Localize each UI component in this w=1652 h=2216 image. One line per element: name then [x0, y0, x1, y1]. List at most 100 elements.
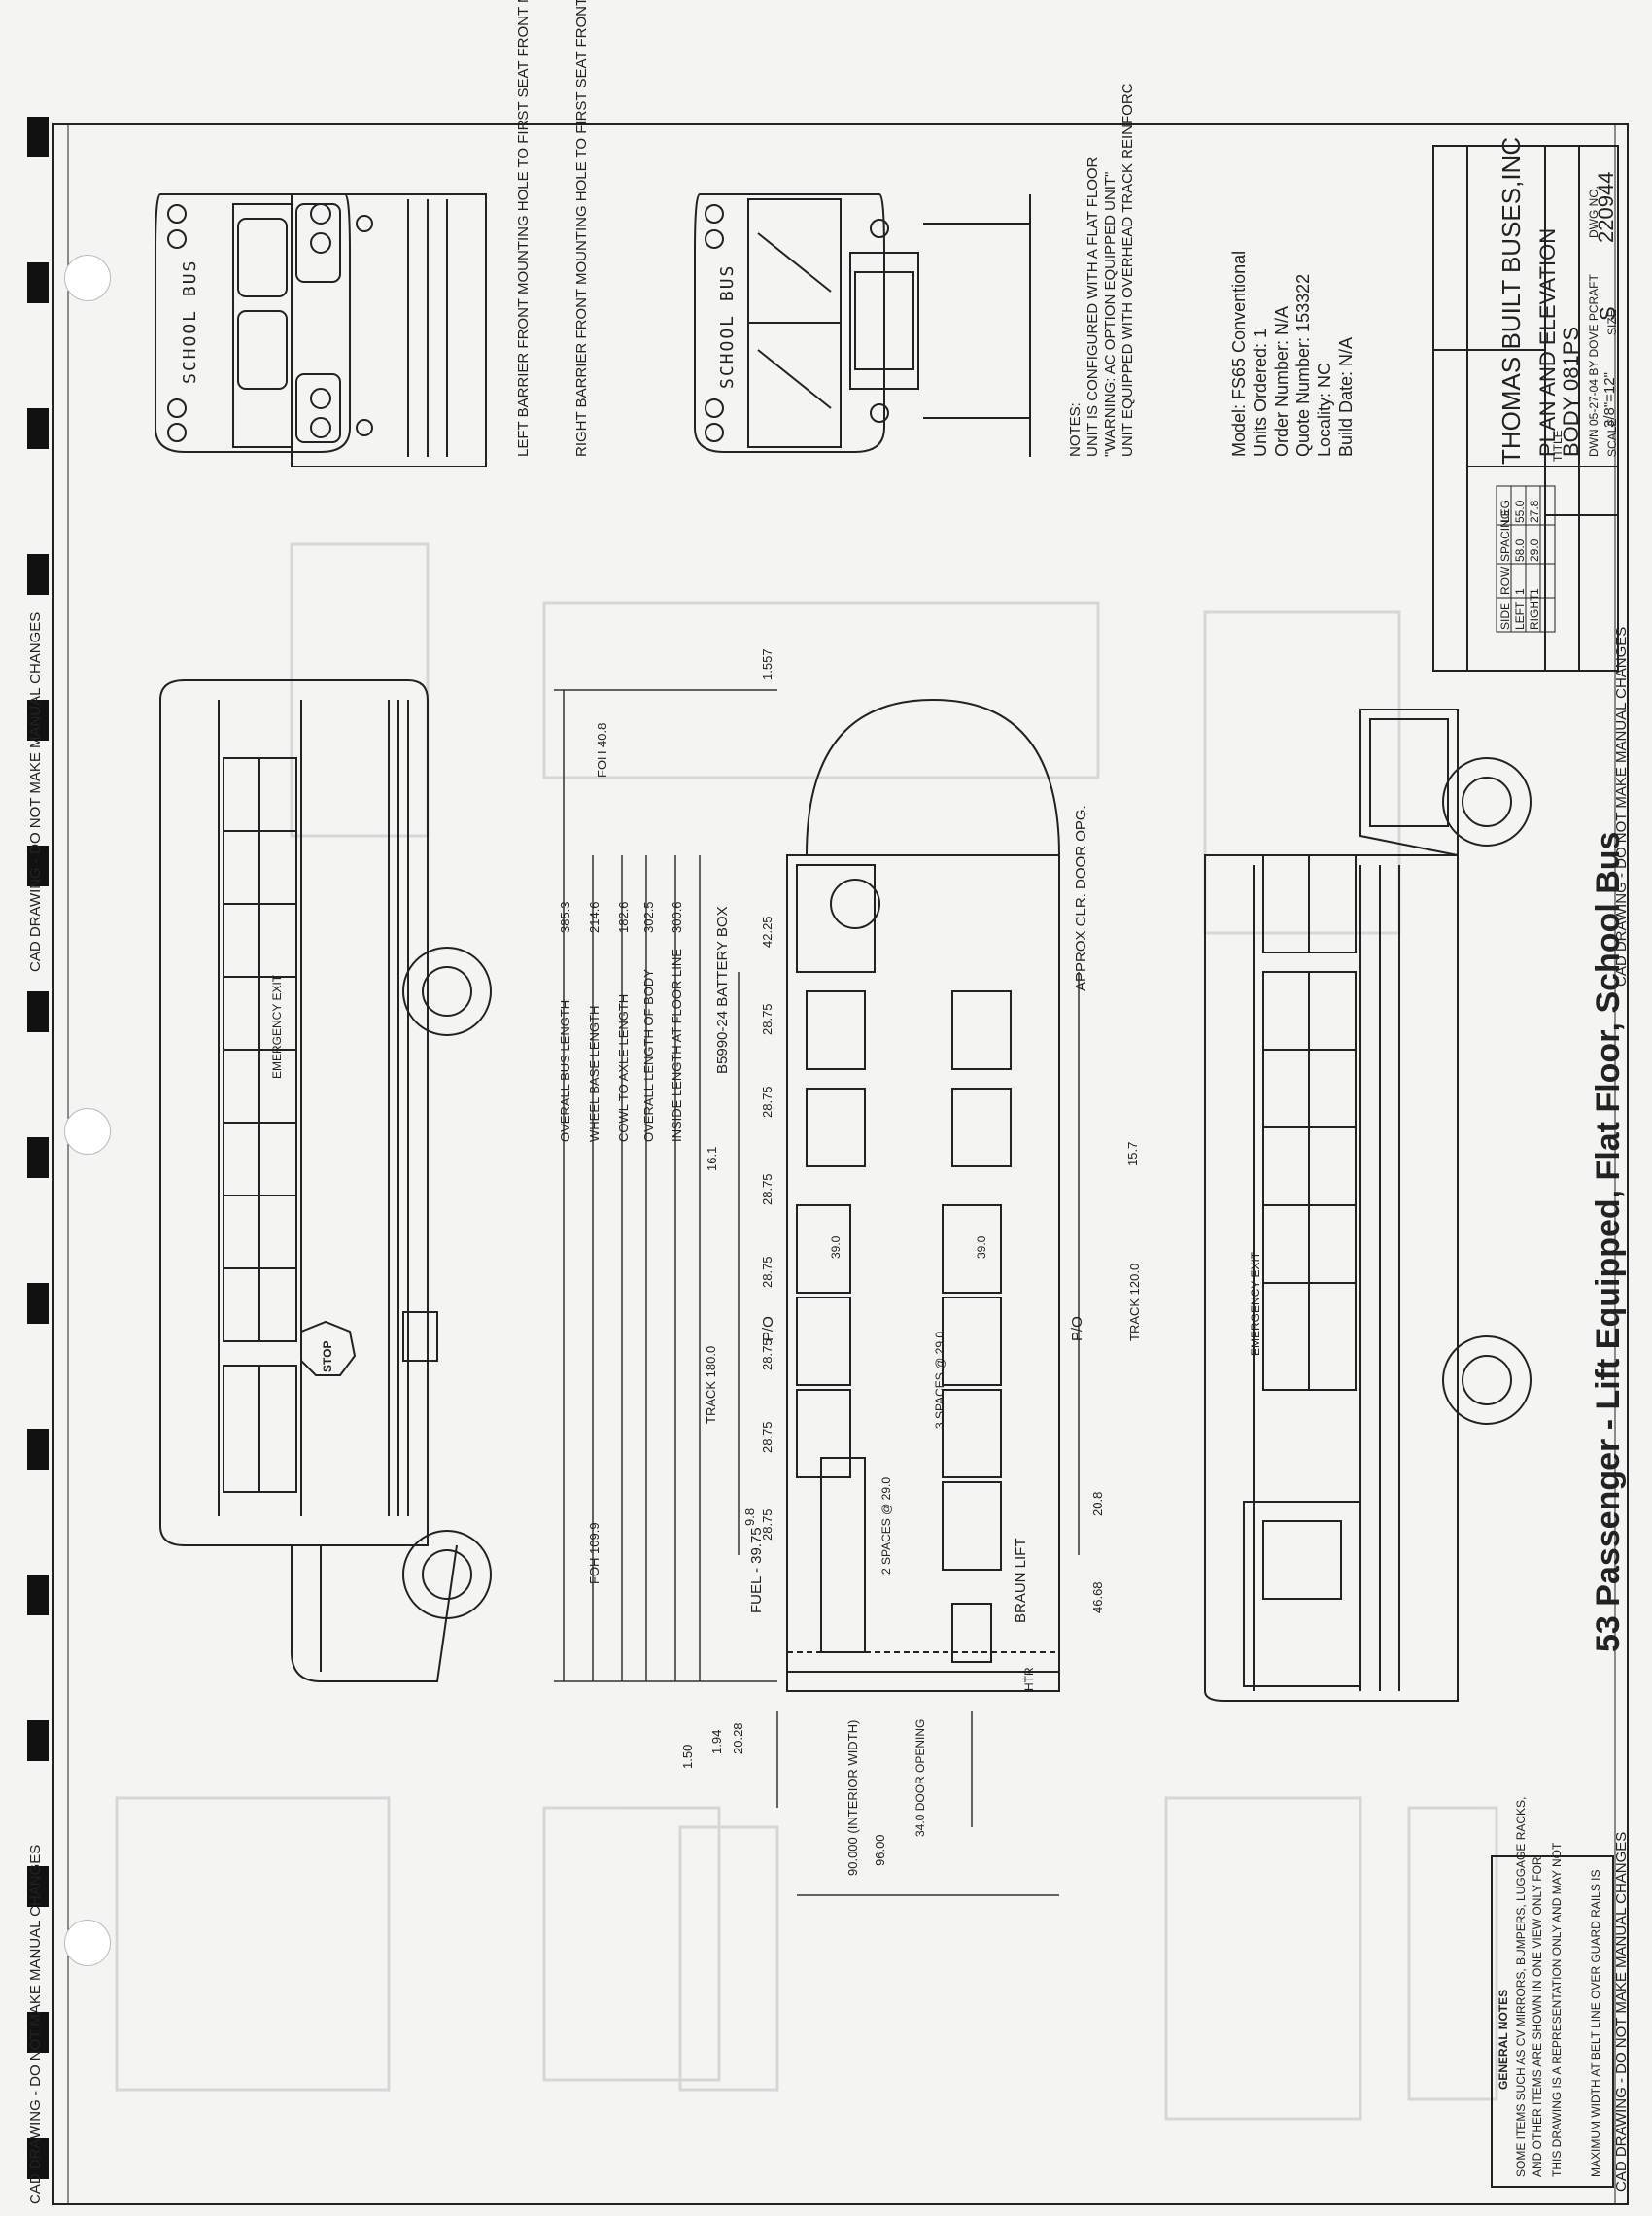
seating-table-cell: 1	[1528, 588, 1541, 595]
border-warning-bottom-right: CAD DRAWING - DO NOT MAKE MANUAL CHANGES	[1613, 1831, 1630, 2192]
overall-length-value: 214.6	[587, 901, 602, 933]
seating-table-header: ROW	[1498, 566, 1512, 595]
general-notes-line: MAXIMUM WIDTH AT BELT LINE OVER GUARD RA…	[1589, 1869, 1602, 2178]
binder-tab	[27, 1429, 49, 1470]
seat-pitch: 28.75	[760, 1086, 774, 1118]
seating-table-cell: 1	[1513, 588, 1527, 595]
spaces-three: 3 SPACES @ 29.0	[933, 1331, 946, 1429]
punch-hole	[64, 1920, 111, 1966]
emergency-exit-left: EMERGENCY EXIT	[270, 974, 284, 1079]
sheet-border	[52, 123, 1629, 2205]
overall-length-value: 182.6	[616, 901, 631, 933]
notes-line: UNIT IS CONFIGURED WITH A FLAT FLOOR	[1084, 156, 1101, 457]
scale-value: 3/8"=12"	[1601, 372, 1618, 428]
order-info-line: Build Date: N/A	[1336, 336, 1356, 457]
notes-line: "WARNING: AC OPTION EQUIPPED UNIT"	[1102, 171, 1119, 457]
binder-tab	[27, 554, 49, 595]
rear-school-bus-sign: SCHOOL BUS	[180, 259, 200, 384]
title-line-1: PLAN AND ELEVATION	[1535, 227, 1560, 457]
order-info-line: Order Number: N/A	[1272, 305, 1291, 457]
right-side-elevation	[1204, 709, 1532, 1702]
binder-tab	[27, 2138, 49, 2179]
spaces-two: 2 SPACES @ 29.0	[879, 1476, 893, 1575]
order-info-line: Locality: NC	[1315, 362, 1334, 457]
binder-tab	[27, 846, 49, 886]
length-dimension-lines	[554, 689, 1080, 1896]
binder-tab	[27, 117, 49, 157]
general-notes-line: SOME ITEMS SUCH AS CV MIRRORS, BUMPERS, …	[1514, 1796, 1528, 2177]
binder-tab	[27, 262, 49, 303]
seating-table-cell: RIGHT	[1528, 593, 1541, 630]
binder-tab	[27, 1137, 49, 1178]
interior-width: 90.000 (INTERIOR WIDTH)	[845, 1719, 860, 1876]
mounting-note-left: LEFT BARRIER FRONT MOUNTING HOLE TO FIRS…	[515, 0, 532, 457]
overall-length-value: 300.6	[670, 901, 684, 933]
seating-table-header: SIDE	[1498, 602, 1512, 630]
border-warning-bottom-left: CAD DRAWING - DO NOT MAKE MANUAL CHANGES	[27, 1844, 44, 2204]
battery-box-label: B5990-24 BATTERY BOX	[714, 906, 731, 1074]
door-opening: 34.0 DOOR OPENING	[913, 1718, 927, 1837]
seating-table-cell: LEFT	[1513, 601, 1527, 630]
dim-15-7: 15.7	[1125, 1141, 1140, 1166]
approx-door-clearance: APPROX CLR. DOOR OPG.	[1073, 805, 1089, 991]
seating-table-cell: 27.8	[1528, 500, 1541, 523]
order-info-line: Quote Number: 153322	[1293, 273, 1313, 457]
title-block-frame	[1432, 145, 1619, 672]
binder-tab	[27, 408, 49, 449]
seat-pitch: 28.75	[760, 1173, 774, 1205]
overall-length-label: WHEEL BASE LENGTH	[587, 1005, 602, 1142]
dim-20-28: 20.28	[731, 1722, 745, 1754]
binder-tab	[27, 1720, 49, 1761]
track-top: TRACK 180.0	[704, 1345, 718, 1424]
fuel-label: FUEL - 39.75	[748, 1527, 765, 1613]
dim-16-1: 16.1	[705, 1146, 719, 1171]
general-notes-line: THIS DRAWING IS A REPRESENTATION ONLY AN…	[1550, 1842, 1564, 2177]
overall-length-label: OVERALL BUS LENGTH	[558, 999, 572, 1142]
binder-tab	[27, 1283, 49, 1324]
overall-width: 96.00	[873, 1834, 887, 1866]
seat-pitch: 28.75	[760, 1003, 774, 1035]
seat-width-label: 39.0	[829, 1235, 843, 1259]
stop-sign-label: STOP	[321, 1340, 334, 1372]
binder-tab	[27, 1575, 49, 1615]
overall-length-label: INSIDE LENGTH AT FLOOR LINE	[670, 949, 684, 1142]
po-left: P/O	[760, 1316, 776, 1341]
seat-pitch: 28.75	[760, 1338, 774, 1370]
dim-46-68: 46.68	[1090, 1581, 1105, 1613]
binder-tab	[27, 1866, 49, 1907]
notes-line: UNIT EQUIPPED WITH OVERHEAD TRACK REINFO…	[1119, 83, 1136, 458]
dwg-no: 220944	[1594, 171, 1618, 243]
top-right-dimension: 1.557	[760, 648, 774, 680]
drawn-info: DWN 05-27-04 BY DOVE PCRAFT	[1587, 274, 1600, 457]
left-side-elevation	[159, 679, 492, 1682]
braun-lift-label: BRAUN LIFT	[1013, 1538, 1029, 1623]
binder-tab	[27, 2012, 49, 2053]
foh-rear: FOH 40.8	[595, 722, 609, 778]
general-notes-line: AND OTHER ITEMS ARE SHOWN IN ONE VIEW ON…	[1531, 1856, 1544, 2177]
overall-length-value: 302.5	[641, 901, 656, 933]
notes-heading: NOTES:	[1067, 402, 1084, 457]
po-right: P/O	[1069, 1316, 1085, 1341]
binder-tab	[27, 991, 49, 1032]
border-warning-left: CAD DRAWING - DO NOT MAKE MANUAL CHANGES	[27, 611, 44, 972]
emergency-exit-right: EMERGENCY EXIT	[1249, 1251, 1262, 1356]
dim-9-8: 9.8	[742, 1507, 757, 1526]
punch-hole	[64, 255, 111, 301]
general-notes-box	[1491, 1855, 1614, 2188]
seating-table-cell: 29.0	[1528, 538, 1541, 562]
seat-pitch: 42.25	[760, 916, 774, 948]
seating-table-cell: 58.0	[1513, 538, 1527, 562]
foh-front: FOH 109.9	[587, 1522, 602, 1584]
order-info-line: Model: FS65 Conventional	[1229, 250, 1249, 457]
punch-hole	[64, 1108, 111, 1155]
company-name: THOMAS BUILT BUSES,INC	[1497, 136, 1526, 465]
size-value: S	[1596, 306, 1620, 321]
rear-view	[155, 193, 487, 467]
overall-length-label: OVERALL LENGTH OF BODY	[641, 969, 656, 1142]
seat-pitch: 28.75	[760, 1256, 774, 1288]
dim-20-8: 20.8	[1090, 1491, 1105, 1516]
main-title: 53 Passenger - Lift Equipped, Flat Floor…	[1590, 831, 1627, 1652]
seating-table-cell: 55.0	[1513, 500, 1527, 523]
seat-width-label: 39.0	[975, 1235, 988, 1259]
